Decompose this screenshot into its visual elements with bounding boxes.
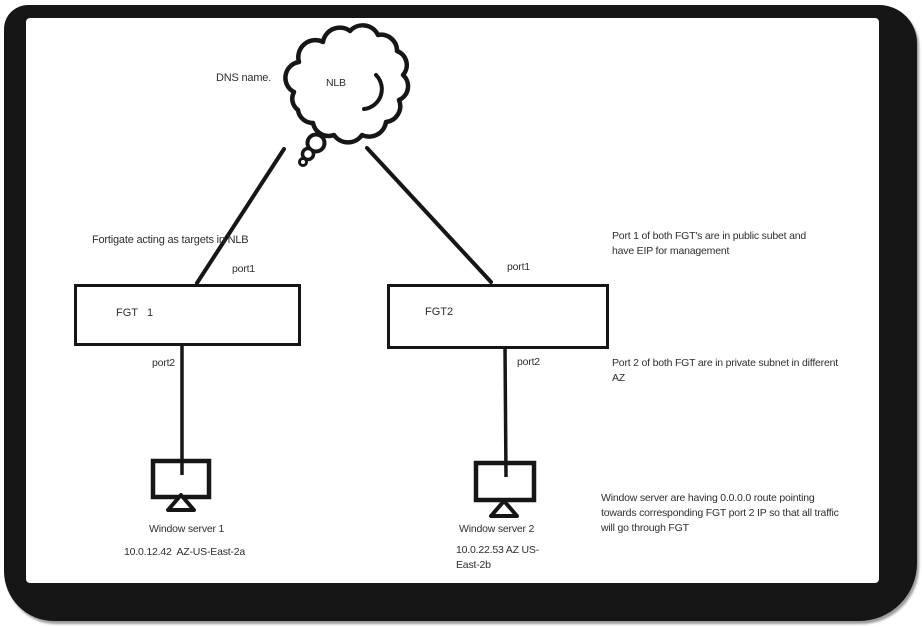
connector-nlb-fgt1 — [195, 147, 286, 285]
route-annotation: Window server are having 0.0.0.0 route p… — [601, 492, 839, 534]
server2-monitor-stand — [489, 499, 519, 518]
fgt2-port1-label: port1 — [507, 261, 530, 273]
server1-monitor-stand — [166, 493, 196, 512]
server1-name-label: Window server 1 — [149, 523, 225, 535]
fgt1-box: FGT 1 — [74, 284, 301, 346]
fgt1-port2-label: port2 — [152, 357, 175, 369]
dns-name-label: DNS name. — [216, 72, 272, 84]
server2-ip-label: 10.0.22.53 AZ US- East-2b — [456, 544, 539, 571]
connector-fgt2-server2 — [503, 346, 508, 478]
server2-name-label: Window server 2 — [459, 523, 535, 535]
nlb-cloud-icon — [283, 23, 411, 167]
server1-ip-label: 10.0.12.42 AZ-US-East-2a — [124, 546, 246, 558]
fgt2-label: FGT2 — [425, 306, 454, 318]
diagram-strokes — [150, 23, 537, 518]
connector-nlb-fgt2 — [365, 146, 493, 284]
port2-annotation: Port 2 of both FGT are in private subnet… — [612, 357, 838, 384]
fortigate-targets-note: Fortigate acting as targets in NLB — [92, 234, 249, 246]
picture-frame: DNS name. NLB Fortigate acting as target… — [4, 5, 917, 621]
diagram-canvas: DNS name. NLB Fortigate acting as target… — [26, 18, 879, 583]
fgt2-port2-label: port2 — [517, 356, 540, 368]
fgt1-port1-label: port1 — [232, 263, 255, 275]
fgt1-label: FGT 1 — [116, 307, 154, 319]
nlb-label: NLB — [326, 77, 346, 89]
port1-annotation: Port 1 of both FGT's are in public subet… — [612, 230, 806, 257]
fgt2-box: FGT2 — [387, 284, 609, 349]
